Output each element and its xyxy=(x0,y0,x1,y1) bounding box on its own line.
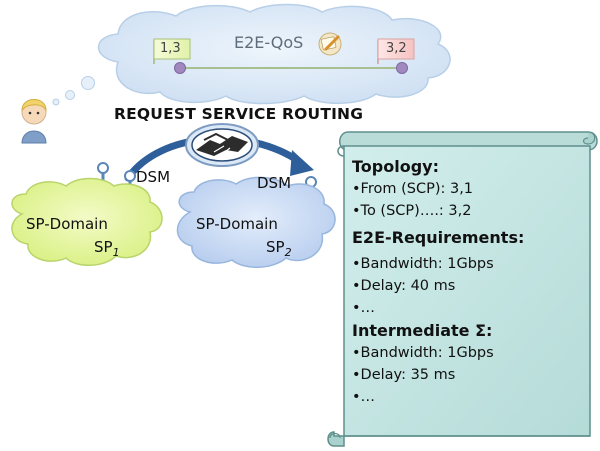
thought-bubbles xyxy=(52,76,95,106)
intermediate-delay: •Delay: 35 ms xyxy=(352,367,456,383)
routing-arrow-head xyxy=(290,150,314,176)
sp-domain-2-cloud xyxy=(176,176,336,268)
left-flag-icon xyxy=(153,38,191,64)
request-service-routing-title: REQUEST SERVICE ROUTING xyxy=(114,105,364,123)
topology-from: •From (SCP): 3,1 xyxy=(352,181,474,197)
sp-domain-1-label: SP-Domain xyxy=(26,215,108,233)
right-flag-label: 3,2 xyxy=(386,41,407,56)
requirements-bandwidth: •Bandwidth: 1Gbps xyxy=(352,256,494,272)
requirements-more: •… xyxy=(352,300,376,316)
sp-domain-2-main: SP xyxy=(266,238,285,256)
sp-domain-1-sub: 1 xyxy=(112,246,120,259)
e2e-qos-label: E2E-QoS xyxy=(234,33,304,52)
sp-domain-2-label: SP-Domain xyxy=(196,215,278,233)
dsm-label-left: DSM xyxy=(136,168,171,186)
intermediate-bandwidth: •Bandwidth: 1Gbps xyxy=(352,345,494,361)
note-pencil-icon xyxy=(318,32,342,56)
sp-domain-1-name: SP1 xyxy=(94,238,120,259)
sp-domain-1-main: SP xyxy=(94,238,113,256)
scroll-content: Topology: •From (SCP): 3,1 •To (SCP)….: … xyxy=(352,155,592,408)
dsm-label-right: DSM xyxy=(257,174,292,192)
scp-node-left xyxy=(174,62,186,74)
right-flag-icon xyxy=(377,38,415,64)
sp-domain-2-name: SP2 xyxy=(266,238,292,259)
user-avatar-icon xyxy=(21,99,47,144)
requirements-delay: •Delay: 40 ms xyxy=(352,278,456,294)
sp-domain-1-cloud xyxy=(11,177,163,266)
left-flag-label: 1,3 xyxy=(160,41,181,56)
scp-node-right xyxy=(396,62,408,74)
intermediate-more: •… xyxy=(352,389,376,405)
topology-header: Topology: xyxy=(352,157,439,176)
info-scroll xyxy=(327,131,598,447)
requirements-header: E2E-Requirements: xyxy=(352,228,525,247)
sp-domain-2-sub: 2 xyxy=(284,246,292,259)
handshake-icon xyxy=(185,123,259,167)
e2e-qos-cloud xyxy=(97,3,451,105)
topology-to: •To (SCP)….: 3,2 xyxy=(352,203,472,219)
intermediate-header: Intermediate Σ: xyxy=(352,321,493,340)
